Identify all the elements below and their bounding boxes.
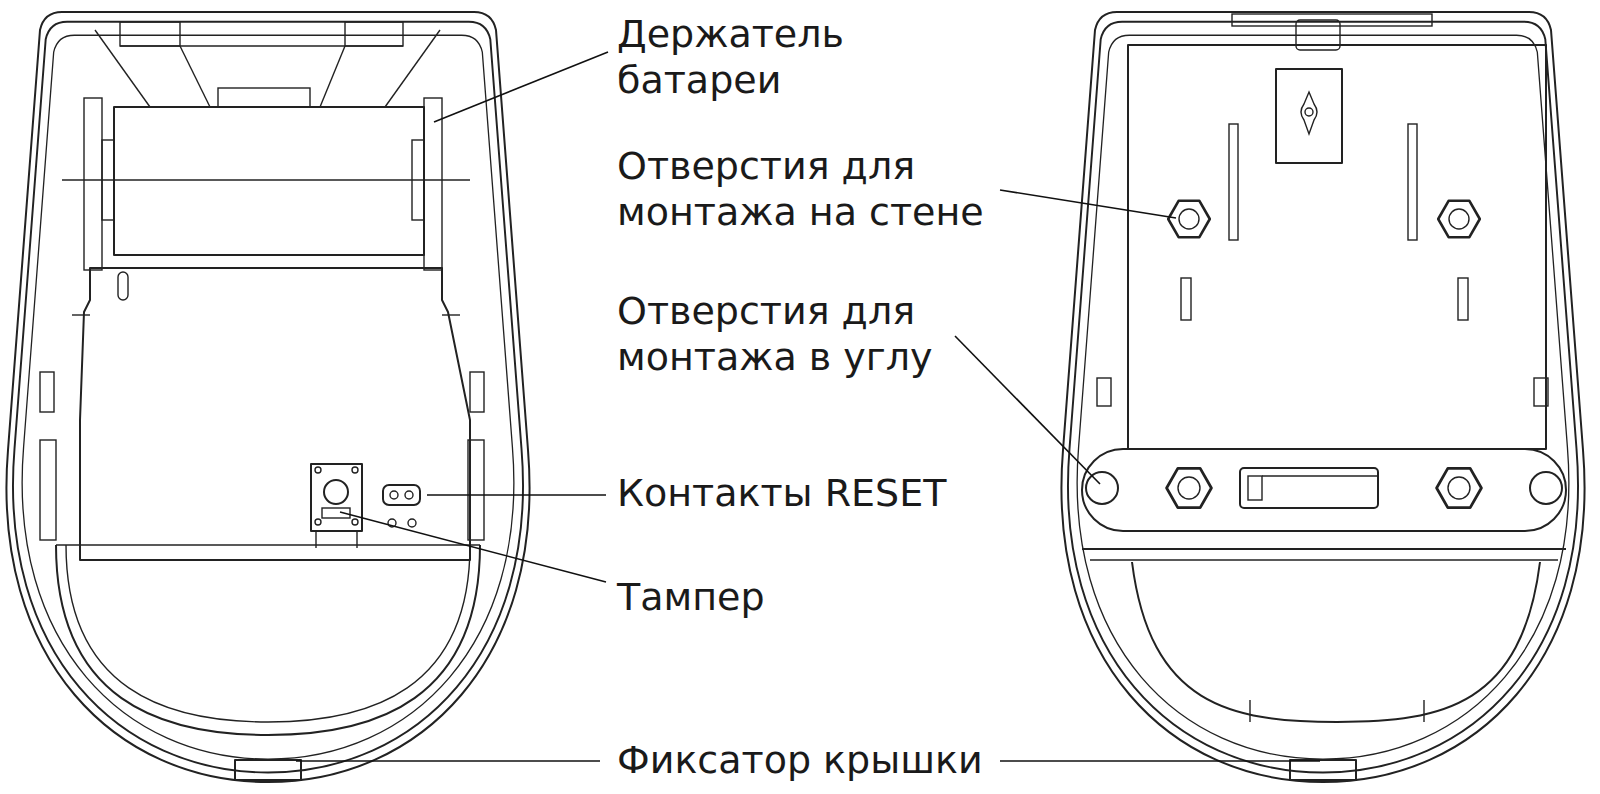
callout-label: Фиксатор крышки xyxy=(617,737,983,783)
callout-label: Отверстия для монтажа на стене xyxy=(617,143,1017,235)
front-view xyxy=(6,12,529,782)
callout-label: Контакты RESET xyxy=(617,470,946,516)
back-view xyxy=(1061,12,1584,782)
leader-lines xyxy=(296,52,1320,761)
callout-label: Отверстия для монтажа в углу xyxy=(617,288,1017,380)
callout-label: Тампер xyxy=(617,574,765,620)
callout-label: Держатель батареи xyxy=(617,11,917,103)
